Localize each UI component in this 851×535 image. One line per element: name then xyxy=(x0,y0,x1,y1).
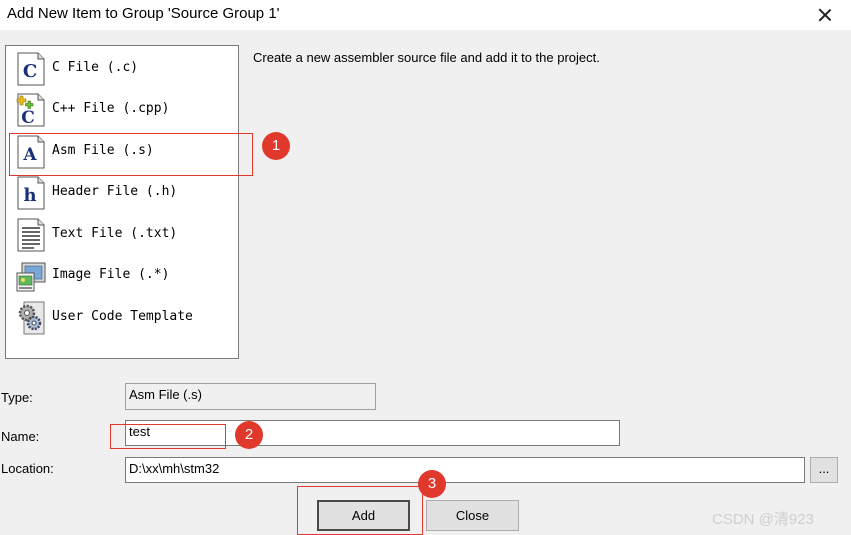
browse-button[interactable]: ... xyxy=(810,457,838,483)
image-file-icon xyxy=(16,262,46,292)
list-item-image-file[interactable]: Image File (.*) xyxy=(12,257,234,295)
annotation-badge-3: 3 xyxy=(418,470,446,498)
svg-text:C: C xyxy=(23,61,37,82)
list-item-header-file[interactable]: h Header File (.h) xyxy=(12,174,234,212)
list-item-label: Asm File (.s) xyxy=(52,143,154,158)
list-item-cpp-file[interactable]: C C++ File (.cpp) xyxy=(12,91,234,129)
location-input[interactable]: D:\xx\mh\stm32 xyxy=(125,457,805,483)
text-file-icon xyxy=(17,218,45,252)
list-item-label: C++ File (.cpp) xyxy=(52,101,170,116)
list-item-label: Text File (.txt) xyxy=(52,226,178,241)
list-item-label: Header File (.h) xyxy=(52,184,178,199)
close-button[interactable]: Close xyxy=(426,500,519,531)
annotation-badge-1: 1 xyxy=(262,132,290,160)
c-file-icon: C xyxy=(17,52,45,86)
svg-text:h: h xyxy=(23,185,36,206)
name-input[interactable]: test xyxy=(125,420,620,446)
gears-icon xyxy=(18,301,45,335)
svg-text:A: A xyxy=(22,145,37,165)
watermark: CSDN @清923 xyxy=(712,511,814,528)
list-item-label: User Code Template xyxy=(52,309,193,324)
asm-file-icon: A xyxy=(17,135,45,169)
list-item-text-file[interactable]: Text File (.txt) xyxy=(12,216,234,254)
list-item-asm-file[interactable]: A Asm File (.s) xyxy=(12,133,234,171)
file-type-list[interactable]: C C File (.c) C C++ File (.cpp) A Asm Fi… xyxy=(5,45,239,359)
cpp-file-icon: C xyxy=(16,93,45,127)
file-type-description: Create a new assembler source file and a… xyxy=(253,50,600,65)
add-button[interactable]: Add xyxy=(317,500,410,531)
list-item-label: Image File (.*) xyxy=(52,267,170,282)
close-icon[interactable] xyxy=(812,4,838,26)
name-label: Name: xyxy=(1,429,40,444)
header-file-icon: h xyxy=(17,176,45,210)
type-field: Asm File (.s) xyxy=(125,383,376,410)
list-item-label: C File (.c) xyxy=(52,60,139,75)
location-label: Location: xyxy=(1,461,54,476)
type-label: Type: xyxy=(1,390,33,405)
svg-text:C: C xyxy=(21,108,35,127)
list-item-user-code-template[interactable]: User Code Template xyxy=(12,299,234,337)
annotation-badge-2: 2 xyxy=(235,421,263,449)
list-item-c-file[interactable]: C C File (.c) xyxy=(12,50,234,88)
window-title: Add New Item to Group 'Source Group 1' xyxy=(7,5,280,22)
title-bar xyxy=(0,0,851,30)
